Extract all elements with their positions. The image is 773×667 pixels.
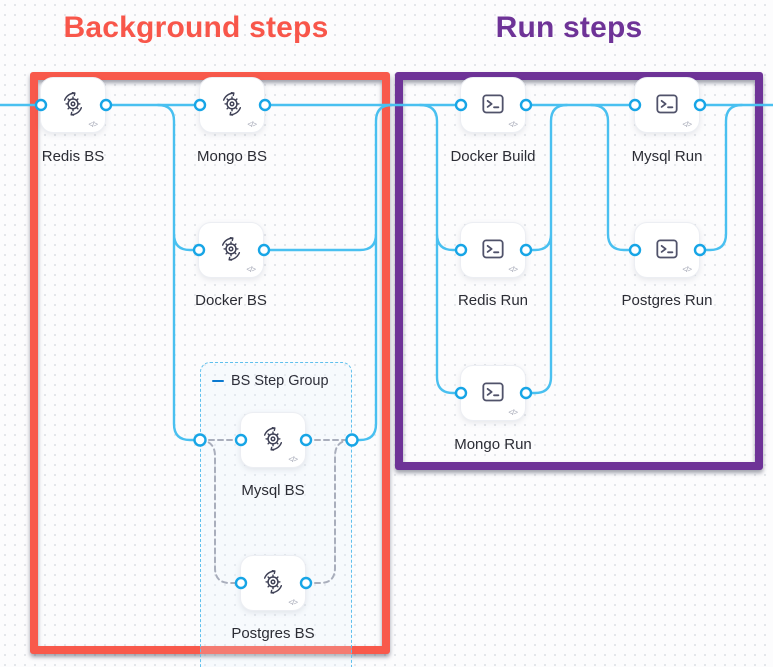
code-badge-icon: </> — [508, 120, 518, 129]
port-mongo-bs-in[interactable] — [193, 98, 207, 112]
step-card-mysql-bs[interactable]: </> — [240, 412, 306, 468]
step-card-mongo-bs[interactable]: </> — [199, 77, 265, 133]
port-docker-build-in[interactable] — [454, 98, 468, 112]
bs-step-group-label: BS Step Group — [231, 373, 329, 389]
step-card-docker-bs[interactable]: </> — [198, 222, 264, 278]
port-group-out[interactable] — [345, 433, 359, 447]
port-mongo-bs-out[interactable] — [258, 98, 272, 112]
code-badge-icon: </> — [288, 598, 298, 607]
step-card-mysql-run[interactable]: </> — [634, 77, 700, 133]
code-badge-icon: </> — [246, 265, 256, 274]
step-label-postgres-run: Postgres Run — [621, 292, 713, 309]
port-mongo-run-in[interactable] — [454, 386, 468, 400]
step-label-docker-bs: Docker BS — [195, 292, 267, 309]
run-steps-title: Run steps — [495, 11, 643, 44]
terminal-icon — [654, 235, 681, 262]
gear-sync-icon — [60, 90, 87, 117]
gear-sync-icon — [260, 425, 287, 452]
port-mysql-run-in[interactable] — [628, 98, 642, 112]
collapse-group-icon[interactable] — [212, 379, 224, 383]
code-badge-icon: </> — [682, 265, 692, 274]
step-card-redis-bs[interactable]: </> — [40, 77, 106, 133]
step-label-mysql-bs: Mysql BS — [241, 482, 305, 499]
step-card-docker-build[interactable]: </> — [460, 77, 526, 133]
port-redis-run-in[interactable] — [454, 243, 468, 257]
code-badge-icon: </> — [288, 455, 298, 464]
step-label-redis-bs: Redis BS — [41, 148, 105, 165]
port-postgres-bs-out[interactable] — [299, 576, 313, 590]
background-steps-title: Background steps — [63, 11, 329, 44]
bs-step-group-box[interactable] — [200, 362, 352, 667]
port-redis-bs-out[interactable] — [99, 98, 113, 112]
step-label-redis-run: Redis Run — [457, 292, 529, 309]
code-badge-icon: </> — [508, 265, 518, 274]
step-label-mysql-run: Mysql Run — [631, 148, 703, 165]
code-badge-icon: </> — [508, 408, 518, 417]
port-mongo-run-out[interactable] — [519, 386, 533, 400]
step-card-mongo-run[interactable]: </> — [460, 365, 526, 421]
code-badge-icon: </> — [247, 120, 257, 129]
port-redis-bs-in[interactable] — [34, 98, 48, 112]
step-card-redis-run[interactable]: </> — [460, 222, 526, 278]
step-card-postgres-bs[interactable]: </> — [240, 555, 306, 611]
terminal-icon — [480, 90, 507, 117]
code-badge-icon: </> — [682, 120, 692, 129]
gear-sync-icon — [219, 90, 246, 117]
port-docker-bs-in[interactable] — [192, 243, 206, 257]
code-badge-icon: </> — [88, 120, 98, 129]
gear-sync-icon — [218, 235, 245, 262]
step-label-docker-build: Docker Build — [450, 148, 536, 165]
step-card-postgres-run[interactable]: </> — [634, 222, 700, 278]
bs-step-group-header: BS Step Group — [212, 372, 329, 390]
run-steps-frame — [395, 72, 763, 470]
terminal-icon — [654, 90, 681, 117]
terminal-icon — [480, 378, 507, 405]
port-postgres-run-in[interactable] — [628, 243, 642, 257]
port-redis-run-out[interactable] — [519, 243, 533, 257]
step-label-mongo-bs: Mongo BS — [196, 148, 268, 165]
port-mysql-run-out[interactable] — [693, 98, 707, 112]
step-label-postgres-bs: Postgres BS — [231, 625, 315, 642]
port-postgres-bs-in[interactable] — [234, 576, 248, 590]
port-docker-bs-out[interactable] — [257, 243, 271, 257]
port-mysql-bs-in[interactable] — [234, 433, 248, 447]
terminal-icon — [480, 235, 507, 262]
port-postgres-run-out[interactable] — [693, 243, 707, 257]
port-docker-build-out[interactable] — [519, 98, 533, 112]
port-mysql-bs-out[interactable] — [299, 433, 313, 447]
gear-sync-icon — [260, 568, 287, 595]
port-group-in[interactable] — [193, 433, 207, 447]
step-label-mongo-run: Mongo Run — [454, 436, 532, 453]
